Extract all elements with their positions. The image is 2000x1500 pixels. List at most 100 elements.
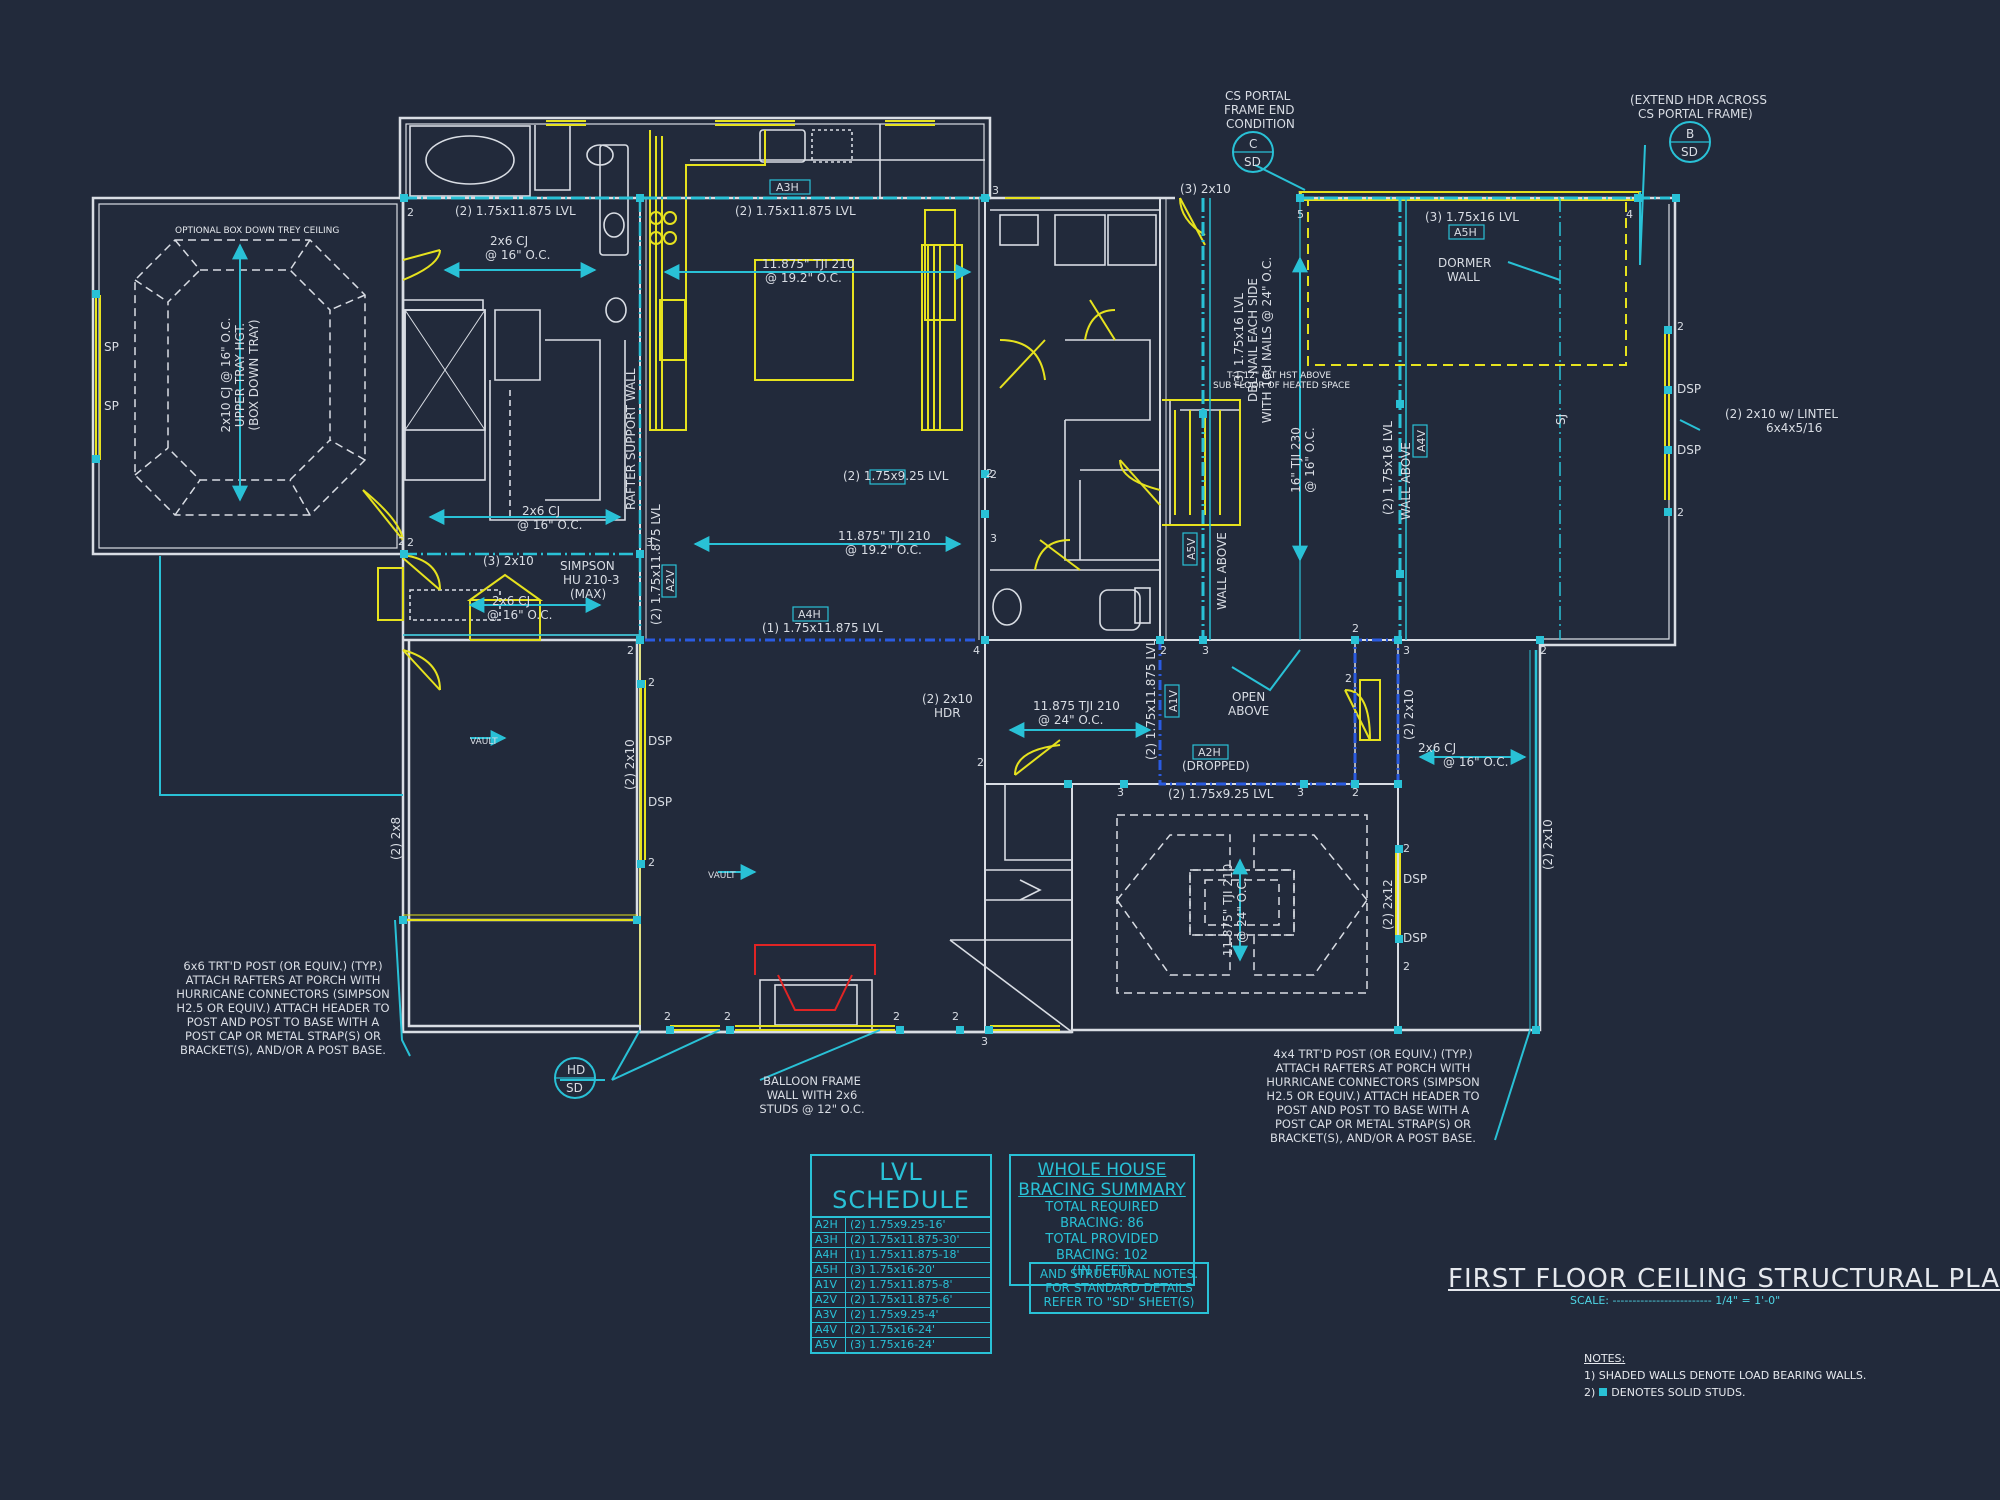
num-2q: 2 (664, 1010, 671, 1023)
post-left-3: HURRICANE CONNECTORS (SIMPSON (176, 987, 389, 1001)
num-2l: 2 (648, 856, 655, 869)
lintel-1: (2) 2x10 w/ LINTEL (1725, 407, 1838, 421)
tag-sd-3: SD (566, 1081, 583, 1095)
dsp-6: DSP (1403, 931, 1427, 945)
hdr-2x10-1: (2) 2x10 (922, 692, 973, 706)
sp-label-1: SP (104, 340, 119, 354)
tag-sd-2: SD (1681, 145, 1698, 159)
lvl-code: A5V (812, 1338, 846, 1352)
vault-2: VAULT (708, 871, 736, 881)
num-2u: 2 (398, 535, 405, 548)
post-left-7: BRACKET(S), AND/OR A POST BASE. (180, 1043, 386, 1057)
cs-portal-1: CS PORTAL (1225, 89, 1291, 103)
tji-24-v-1: 11.875" TJI 210 (1221, 864, 1235, 956)
dsp-4: DSP (1677, 443, 1701, 457)
lvl-right-v-2: DBL NAIL EACH SIDE (1246, 278, 1260, 402)
num-2i: 2 (1677, 320, 1684, 333)
num-2e: 2 (1160, 644, 1167, 657)
cj-d-2: @ 16" O.C. (1443, 755, 1508, 769)
cj-b-1: 2x6 CJ (522, 504, 560, 518)
std-note-2: FOR STANDARD DETAILS (1045, 1281, 1193, 1295)
num-2v: 2 (986, 467, 993, 480)
tag-c: C (1249, 137, 1257, 151)
optional-tray-label: OPTIONAL BOX DOWN TREY CEILING (175, 226, 339, 236)
lvl-center-top: (2) 1.75x11.875 LVL (735, 204, 856, 218)
dropped: (DROPPED) (1182, 759, 1250, 773)
dormer-2: WALL (1447, 270, 1480, 284)
lvl-code: A3H (812, 1233, 846, 1247)
num-2s: 2 (893, 1010, 900, 1023)
lvl-code: A2V (812, 1293, 846, 1307)
cyan-beams (159, 121, 1711, 1141)
lvl-schedule-row: A4H(1) 1.75x11.875-18' (812, 1248, 990, 1263)
lvl-schedule-row: A4V (2) 1.75x16-24' (812, 1323, 990, 1338)
num-3e: 3 (1403, 644, 1410, 657)
post-right-5: POST AND POST TO BASE WITH A (1277, 1103, 1470, 1117)
post-right-3: HURRICANE CONNECTORS (SIMPSON (1266, 1075, 1479, 1089)
cj-d-1: 2x6 CJ (1418, 741, 1456, 755)
num-2a: 2 (407, 206, 414, 219)
flt-hst-1: T-1 12" FLT HST ABOVE (1226, 371, 1331, 381)
sheet-title-block: FIRST FLOOR CEILING STRUCTURAL PLAN SCAL… (1448, 1264, 2000, 1307)
lvl-code: A2H (812, 1218, 846, 1232)
solid-stud-icon (1599, 1388, 1608, 1396)
fireplace (754, 944, 876, 1011)
lvl-side-left: (2) 1.75x11.875 LVL (649, 504, 663, 625)
num-2p: 2 (1403, 960, 1410, 973)
dsp-2: DSP (648, 795, 672, 809)
tag-hd: HD (567, 1063, 585, 1077)
tag-a2h: A2H (1198, 746, 1221, 759)
sj-label: SJ (1554, 414, 1568, 425)
post-right-6: POST CAP OR METAL STRAP(S) OR (1275, 1117, 1471, 1131)
post-right-2: ATTACH RAFTERS AT PORCH WITH (1276, 1061, 1471, 1075)
lvl-schedule-row: A5V (3) 1.75x16-24' (812, 1338, 990, 1352)
hdr-2x10-2: HDR (934, 706, 961, 720)
lvl-value: (2) 1.75x11.875-6' (850, 1293, 953, 1306)
tji-a-2: @ 19.2" O.C. (765, 271, 842, 285)
lvl-value: (3) 1.75x16-24' (850, 1338, 936, 1351)
lvl-code: A4V (812, 1323, 846, 1337)
sp-label-2: SP (104, 399, 119, 413)
bracing-title-1: WHOLE HOUSE (1037, 1160, 1167, 1180)
dsp-3: DSP (1677, 382, 1701, 396)
lvl-925: (2) 1.75x9.25 LVL (1168, 787, 1274, 801)
tag-a5v: A5V (1185, 537, 1198, 560)
lvl-schedule-row: A2H(2) 1.75x9.25-16' (812, 1218, 990, 1233)
lvl-schedule-row: A5H(3) 1.75x16-20' (812, 1263, 990, 1278)
cj-c-1: 2x6 CJ (492, 594, 530, 608)
num-3c: 3 (990, 532, 997, 545)
num-3a: 3 (992, 184, 999, 197)
plan-labels: OPTIONAL BOX DOWN TREY CEILING 2x10 CJ @… (104, 89, 1838, 1145)
tray-cj-line1: 2x10 CJ @ 16" O.C. (219, 318, 233, 433)
lvl-code: A4H (812, 1248, 846, 1262)
note-2: 2)DENOTES SOLID STUDS. (1584, 1384, 1866, 1401)
notes-heading: NOTES: (1584, 1352, 1626, 1365)
solid-stud-markers (92, 194, 1680, 1034)
tji-b-2: @ 19.2" O.C. (845, 543, 922, 557)
two-2x10-top: (3) 2x10 (1180, 182, 1231, 196)
lintel-2: 6x4x5/16 (1766, 421, 1822, 435)
bracing-required: TOTAL REQUIRED BRACING: 86 (1045, 1200, 1159, 1231)
lvl-value: (2) 1.75x16-24' (850, 1323, 936, 1336)
num-2f: 2 (1352, 622, 1359, 635)
post-right-1: 4x4 TRT'D POST (OR EQUIV.) (TYP.) (1273, 1047, 1472, 1061)
cj-a-2: @ 16" O.C. (485, 248, 550, 262)
tray-ceiling-left (134, 239, 366, 516)
lvl-mid: (2) 1.75x9.25 LVL (843, 469, 949, 483)
two-2x10-v: (2) 2x10 (623, 739, 637, 790)
num-3f: 3 (1117, 786, 1124, 799)
standard-details-note: AND STRUCTURAL NOTES. FOR STANDARD DETAI… (1029, 1262, 1209, 1314)
simpson-1: SIMPSON (560, 559, 615, 573)
balloon-3: STUDS @ 12" O.C. (759, 1102, 864, 1116)
sheet-title: FIRST FLOOR CEILING STRUCTURAL PLAN (1448, 1264, 2000, 1294)
extend-hdr-2: CS PORTAL FRAME) (1638, 107, 1753, 121)
note-2-text: DENOTES SOLID STUDS. (1611, 1386, 1746, 1399)
cj-b-2: @ 16" O.C. (517, 518, 582, 532)
tji-24-1: 11.875 TJI 210 (1033, 699, 1120, 713)
flt-hst-2: SUB FLOOR OF HEATED SPACE (1213, 381, 1350, 391)
tji-24-2: @ 24" O.C. (1038, 713, 1103, 727)
num-2t: 2 (952, 1010, 959, 1023)
lvl-schedule: LVL SCHEDULE A2H(2) 1.75x9.25-16'A3H(2) … (810, 1154, 992, 1354)
num-3h: 3 (981, 1035, 988, 1048)
num-3g: 3 (1297, 786, 1304, 799)
